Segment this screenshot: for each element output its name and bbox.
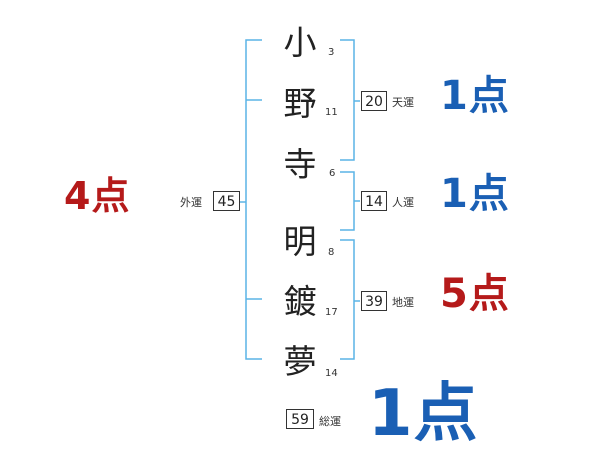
tenun-bracket <box>340 39 355 161</box>
jinun-bracket <box>340 171 355 231</box>
gaiun-label: 外運 <box>180 196 202 209</box>
soun-value: 59 <box>286 409 314 429</box>
surname-stroke-2: 11 <box>325 107 338 118</box>
chiun-value: 39 <box>361 291 387 311</box>
tenun-label: 天運 <box>392 96 414 109</box>
given-stroke-1: 8 <box>328 247 335 258</box>
gaiun-score: 4点 <box>64 174 131 218</box>
jinun-value: 14 <box>361 191 387 211</box>
jinun-label: 人運 <box>392 196 414 209</box>
surname-stroke-3: 6 <box>329 168 336 179</box>
gaiun-value: 45 <box>213 191 240 211</box>
jinun-score: 1点 <box>440 171 510 217</box>
surname-char-3: 寺 <box>283 145 317 184</box>
soun-score: 1点 <box>368 377 479 451</box>
surname-stroke-1: 3 <box>328 47 335 58</box>
given-stroke-2: 17 <box>325 307 338 318</box>
tenun-value: 20 <box>361 91 387 111</box>
given-char-1: 明 <box>283 222 317 261</box>
soun-label: 総運 <box>319 415 341 428</box>
chiun-bracket <box>340 239 355 360</box>
given-char-3: 夢 <box>283 342 317 381</box>
surname-char-1: 小 <box>283 23 317 62</box>
chiun-label: 地運 <box>392 296 414 309</box>
chiun-score: 5点 <box>440 271 510 317</box>
outer-bracket <box>245 39 262 360</box>
tenun-score: 1点 <box>440 73 510 119</box>
given-char-2: 鍍 <box>283 282 317 321</box>
given-stroke-3: 14 <box>325 368 338 379</box>
surname-char-2: 野 <box>283 84 317 123</box>
